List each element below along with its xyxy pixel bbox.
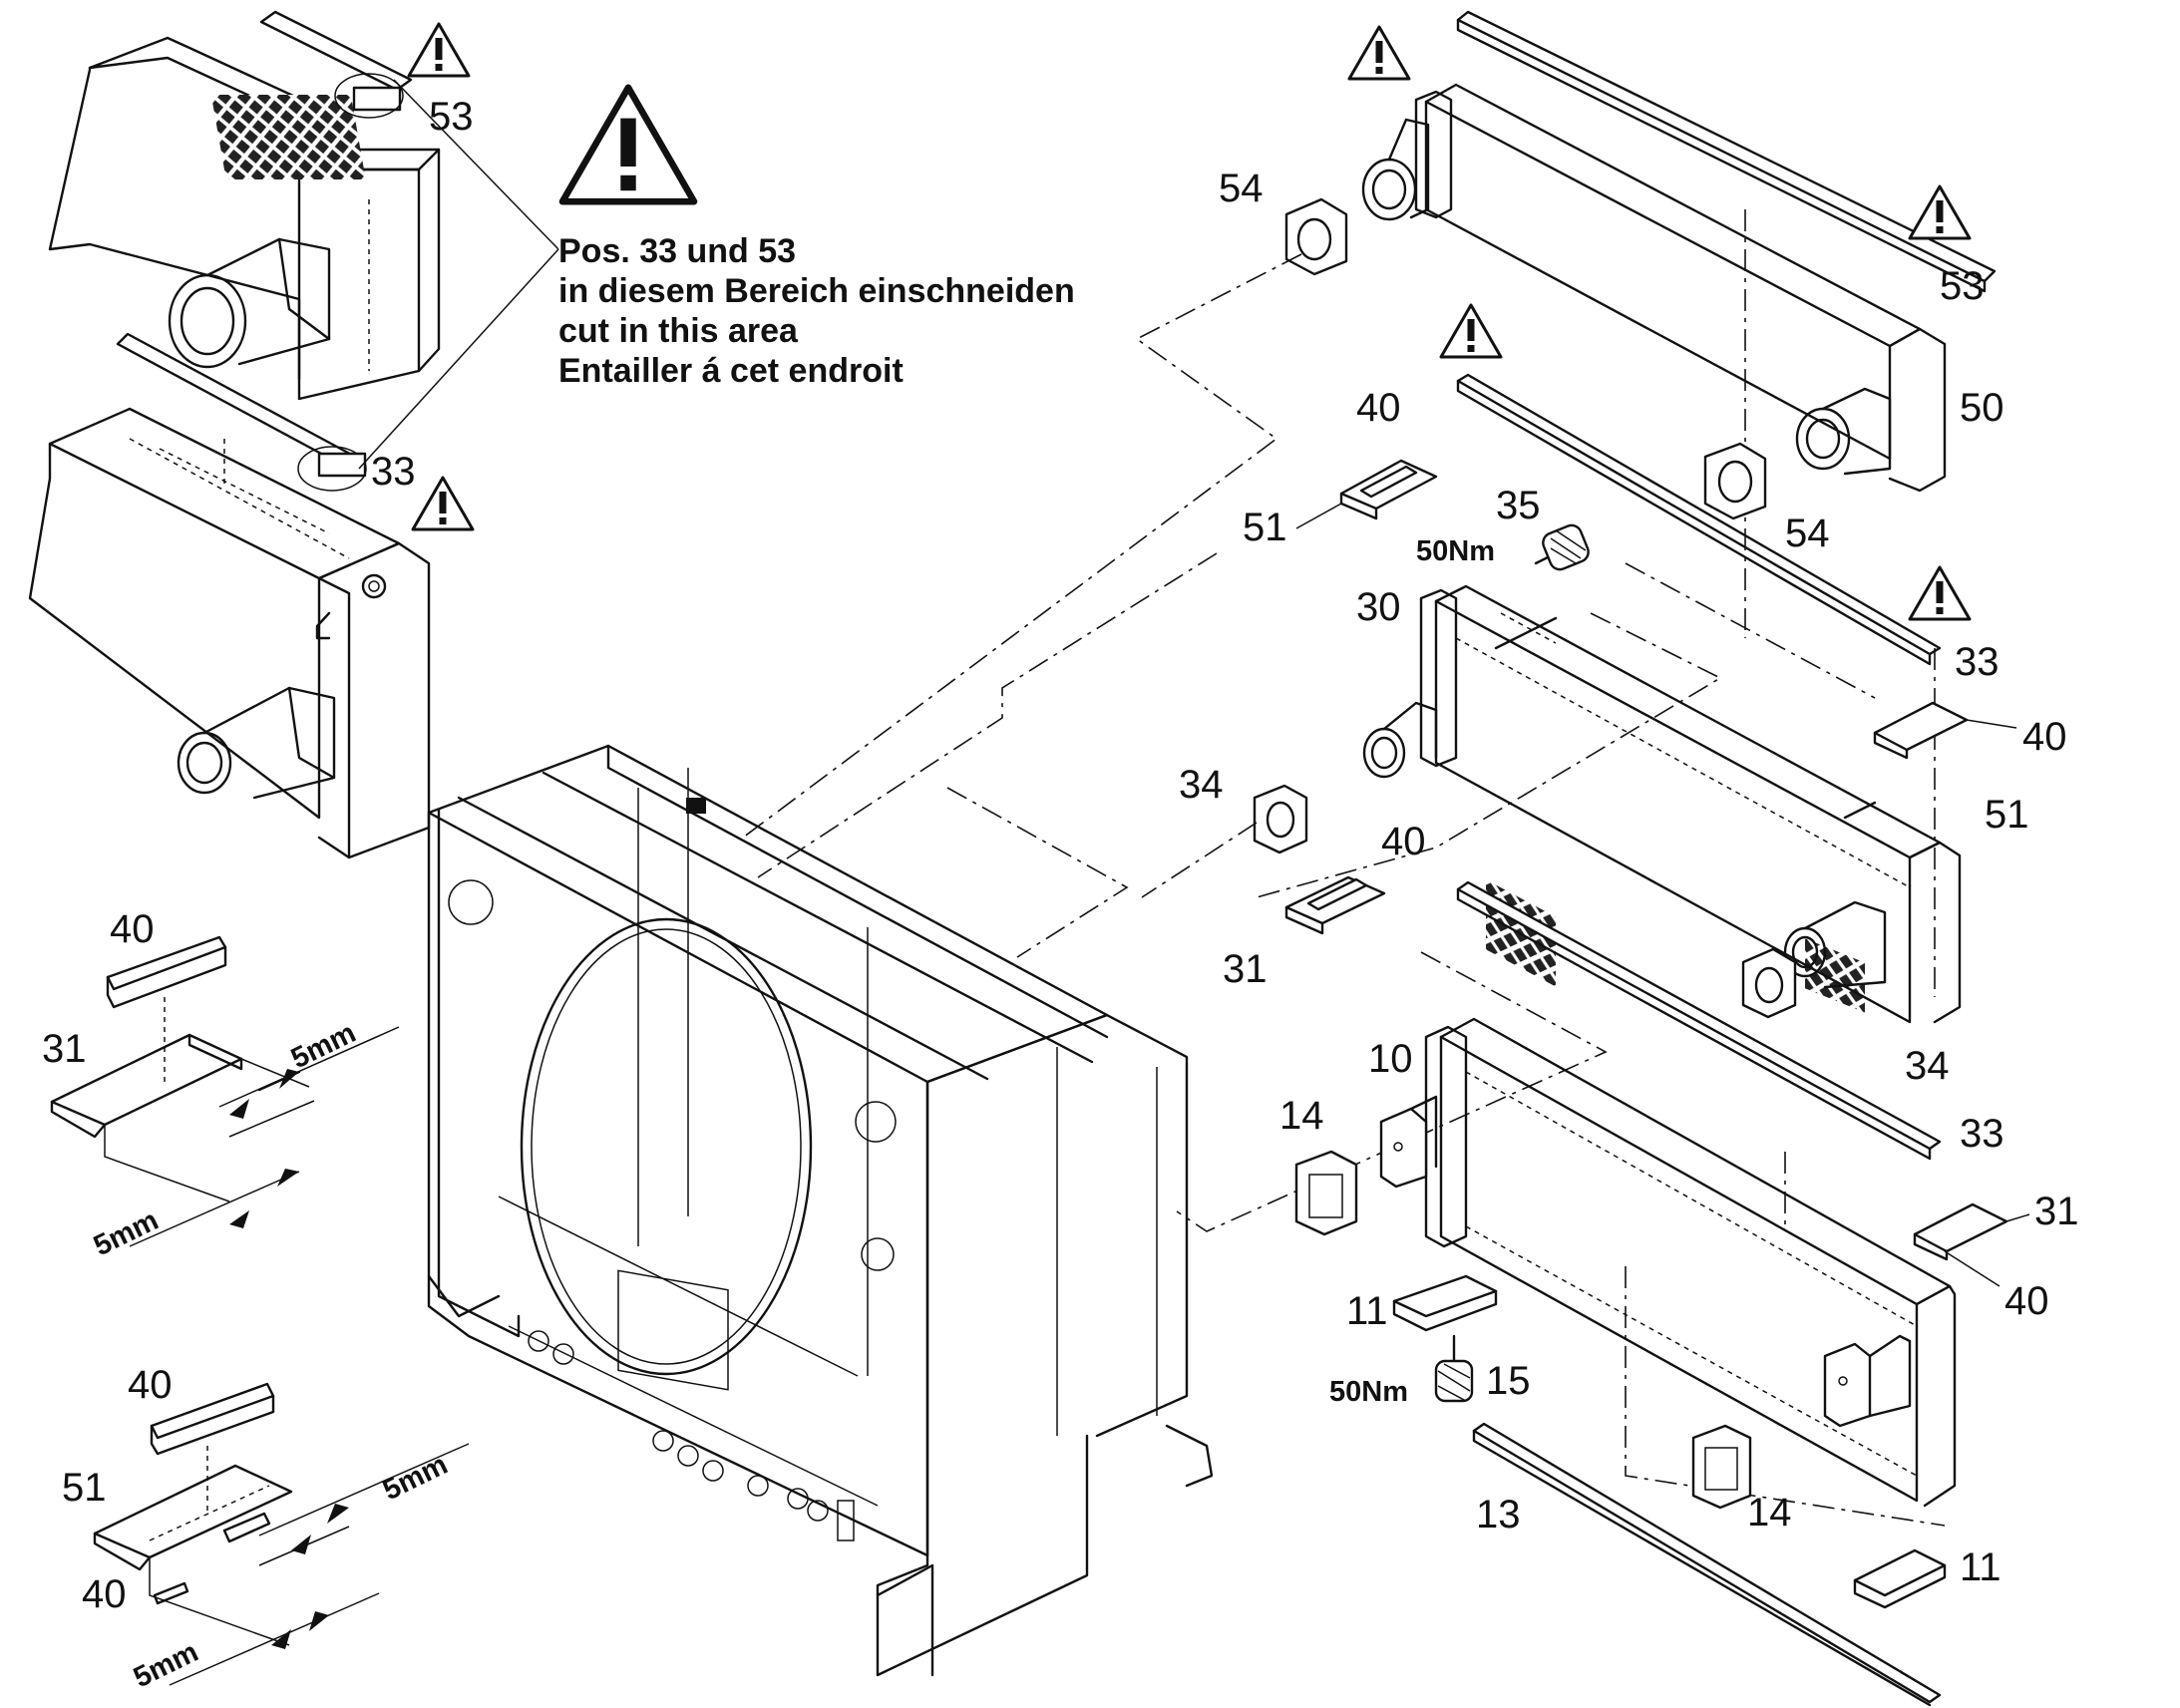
torque-50nm-15: 50Nm (1329, 1376, 1408, 1408)
callout-11-top: 11 (1346, 1289, 1388, 1333)
seal-54-mid (1703, 442, 1767, 520)
callout-40-c: 40 (1381, 820, 1426, 863)
cooler-50 (1361, 10, 1997, 1013)
callout-34-left: 34 (1179, 763, 1224, 807)
bracket-11-bottom (1853, 1548, 1947, 1609)
callout-51-a: 51 (1243, 506, 1287, 549)
detail-cooler-top (48, 10, 559, 492)
callout-54-top: 54 (1219, 167, 1264, 210)
bracket-31-mid (1284, 875, 1386, 935)
callout-53-detail: 53 (429, 95, 474, 139)
callout-50: 50 (1960, 386, 2004, 430)
callout-51-b: 51 (1985, 793, 2029, 837)
callout-10: 10 (1368, 1037, 1413, 1081)
seal-34-right (1741, 947, 1797, 1019)
callout-14-left: 14 (1279, 1094, 1324, 1138)
callout-11-bottom: 11 (1960, 1545, 2001, 1589)
callout-40-b: 40 (2022, 715, 2067, 759)
callout-54-mid: 54 (1785, 512, 1830, 555)
torque-50nm-35: 50Nm (1416, 535, 1495, 567)
seal-14-left (1294, 1150, 1358, 1236)
dimension-5mm-4: 5mm (129, 1636, 203, 1694)
callout-31-b: 31 (2034, 1190, 2079, 1233)
cooler-10 (1379, 1017, 1957, 1527)
warning-triangle-icon (1908, 184, 1972, 240)
seal-34-left (1253, 784, 1308, 854)
callout-53-right: 53 (1940, 264, 1985, 308)
bracket-51-right (1873, 701, 1969, 760)
detail-bracket-51 (93, 1382, 470, 1686)
warning-triangle-icon (1439, 303, 1503, 359)
detail-bracket-31 (50, 935, 400, 1247)
callout-31-a: 31 (1223, 947, 1268, 991)
notice-line-3: cut in this area (558, 312, 799, 350)
callout-31-left: 31 (42, 1027, 87, 1071)
dimension-5mm-3: 5mm (378, 1449, 453, 1507)
callout-51-left: 51 (62, 1466, 107, 1510)
callout-30: 30 (1356, 585, 1401, 629)
bar-13 (1472, 1422, 1942, 1707)
notice-line-2: in diesem Bereich einschneiden (558, 272, 1075, 310)
bracket-51-top (1339, 459, 1438, 520)
warning-triangle-icon (1347, 25, 1411, 81)
warning-triangle-large-icon (562, 88, 694, 201)
dimension-5mm-2: 5mm (89, 1204, 164, 1262)
seal-14-right (1691, 1424, 1752, 1510)
callout-40-left-bottom: 40 (82, 1572, 127, 1616)
callout-40-left-top: 40 (110, 907, 155, 951)
plug-15 (1434, 1334, 1474, 1403)
callout-40-left-mid: 40 (128, 1363, 173, 1407)
detail-cooler-lower (28, 407, 431, 859)
radiator-frame (427, 744, 1214, 1677)
callout-40-a: 40 (1356, 386, 1401, 430)
callout-13: 13 (1476, 1493, 1521, 1537)
warning-triangle-icon (1908, 565, 1972, 621)
plug-35 (1534, 523, 1590, 571)
callout-15: 15 (1486, 1359, 1531, 1403)
callout-40-d: 40 (2004, 1279, 2049, 1323)
bar-33-lower (1456, 880, 1942, 1161)
warning-triangle-icon (411, 476, 475, 531)
callout-14-right: 14 (1747, 1491, 1792, 1535)
notice-line-1: Pos. 33 und 53 (558, 232, 796, 270)
cooler-30 (1256, 562, 1962, 1024)
callout-34-right: 34 (1905, 1044, 1950, 1088)
notice-line-4: Entailler á cet endroit (558, 352, 904, 390)
callout-33-detail: 33 (371, 450, 416, 494)
bracket-31-right (1913, 1202, 2008, 1261)
callout-33-a: 33 (1955, 640, 1999, 684)
bracket-11-top (1392, 1274, 1498, 1332)
seal-54-top (742, 197, 1348, 839)
callout-35: 35 (1496, 484, 1541, 527)
callout-33-b: 33 (1960, 1112, 2004, 1156)
dimension-5mm-1: 5mm (286, 1017, 361, 1075)
